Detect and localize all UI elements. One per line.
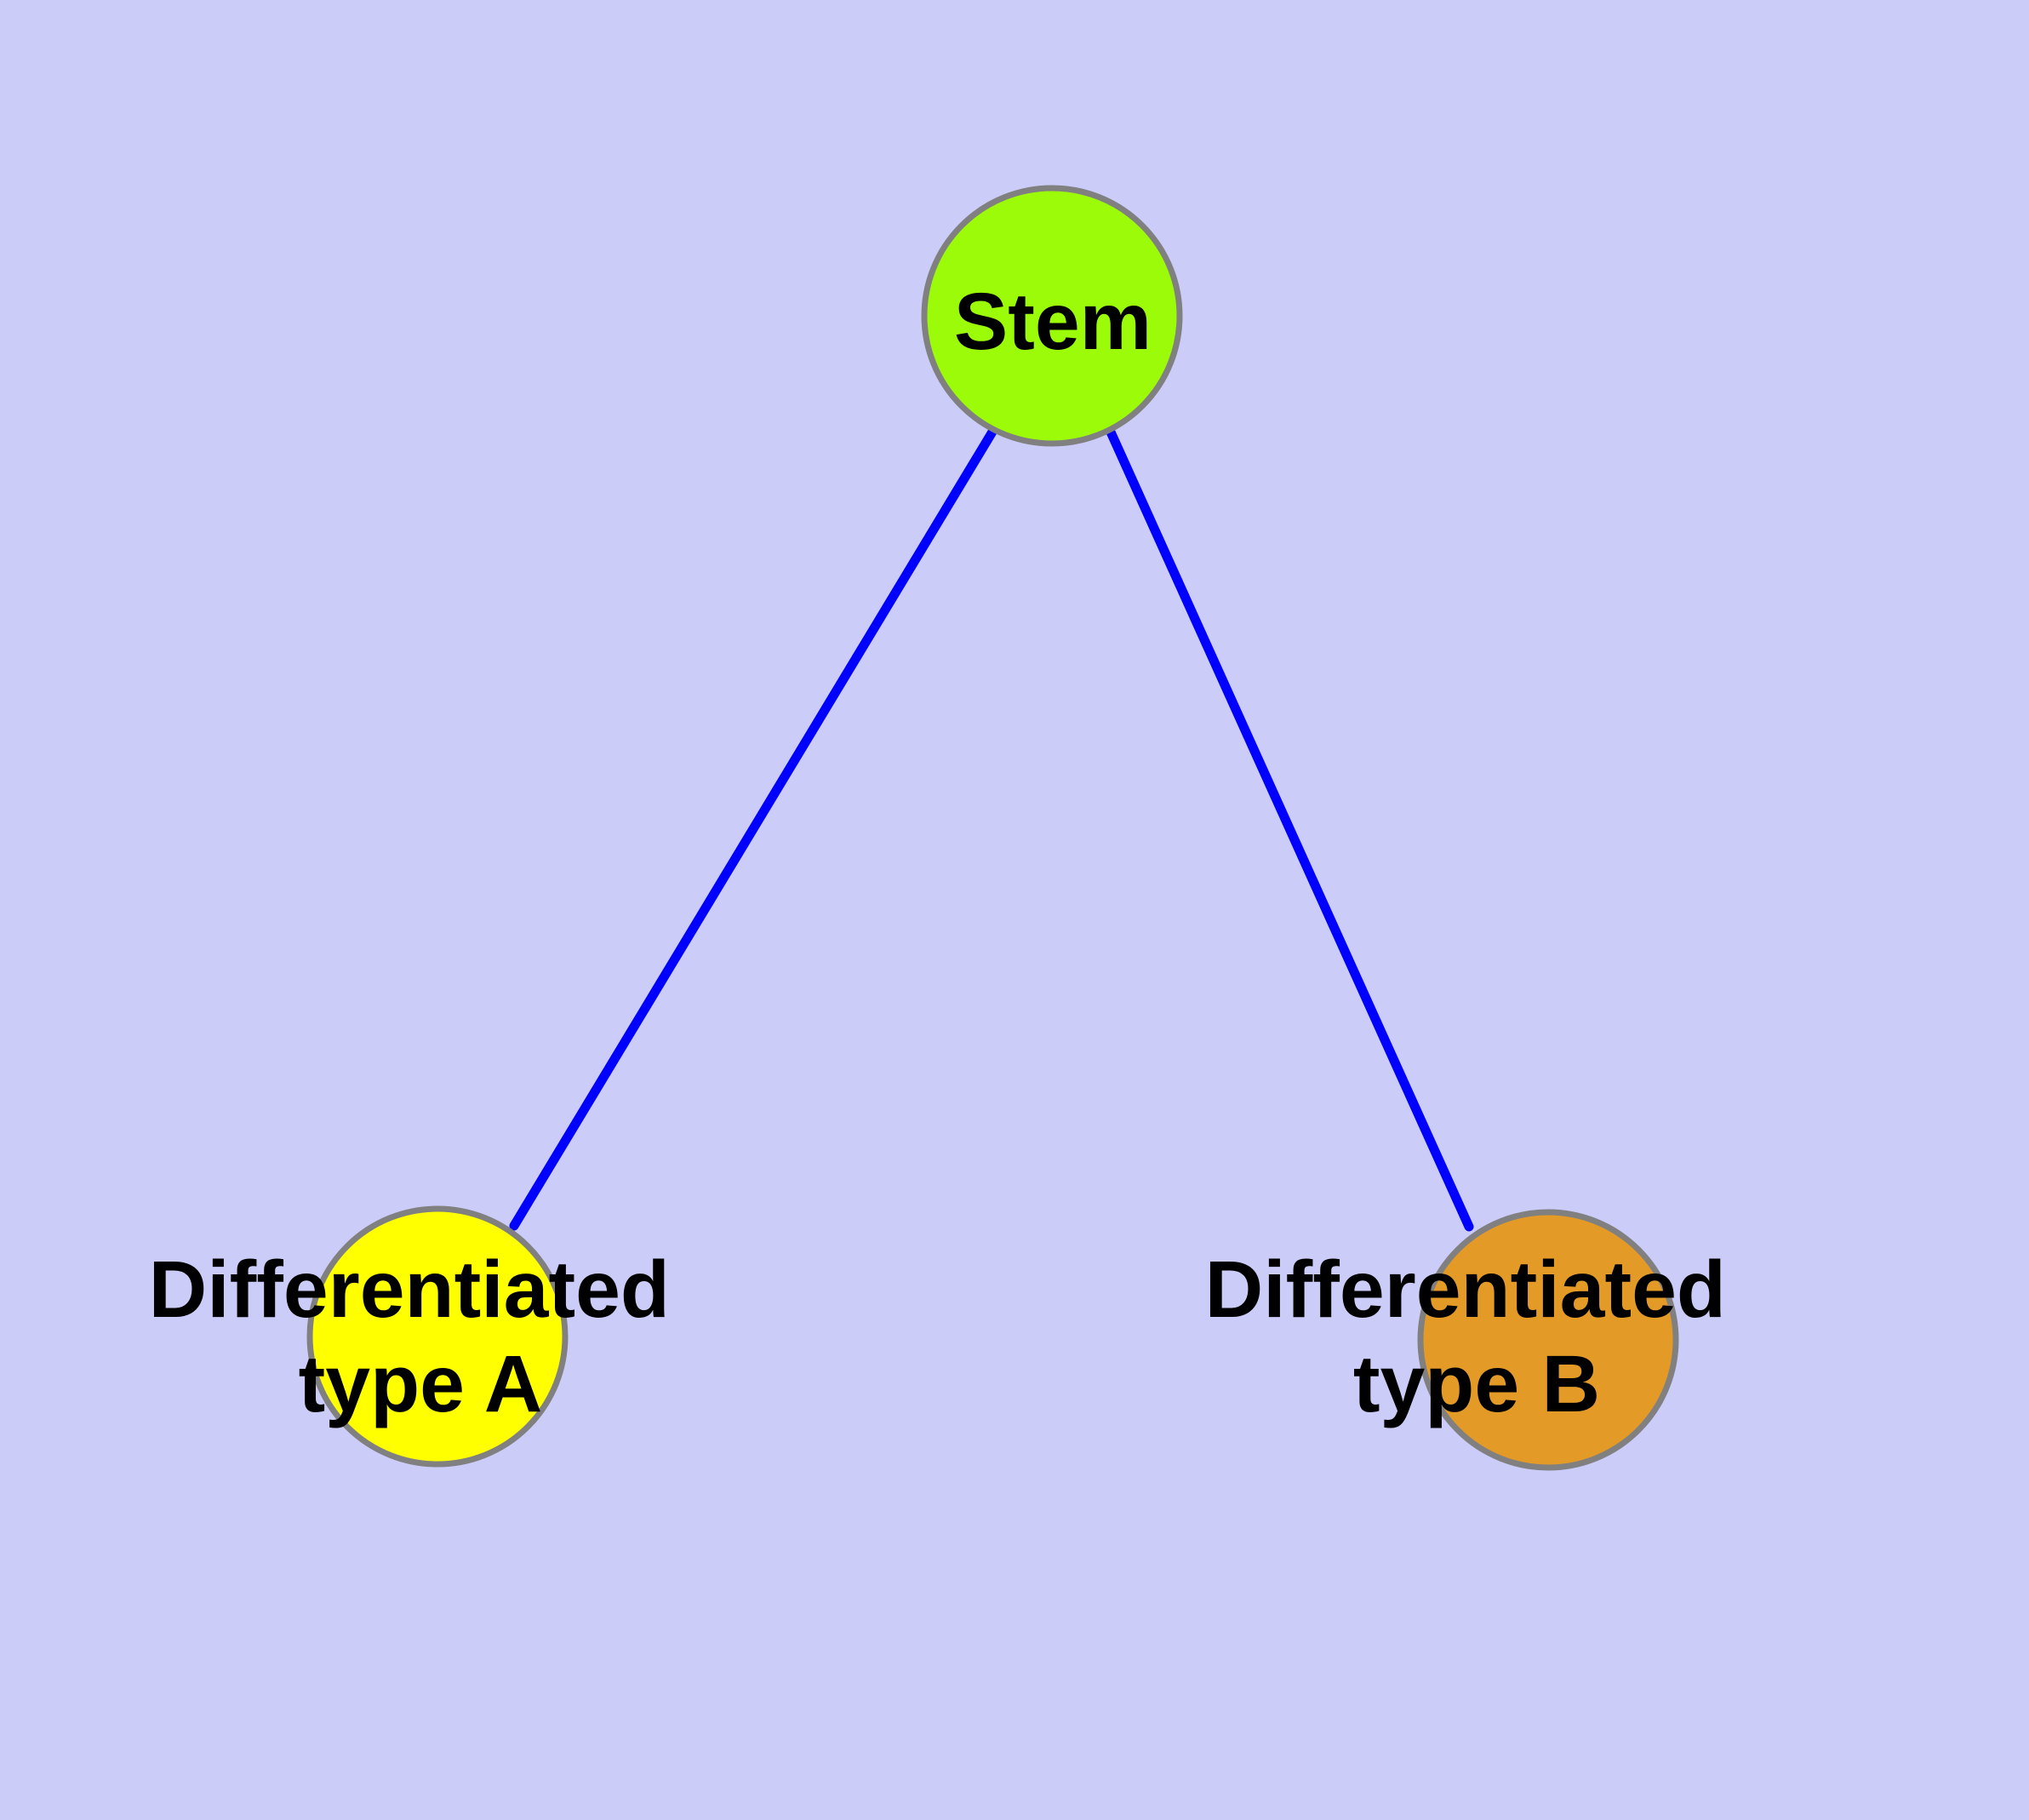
node-diff-type-b-circle[interactable] [1417,1209,1679,1471]
node-diff-type-a-label-line-2: type A [299,1339,543,1429]
node-diff-type-b-label: Differentiated type B [1205,1245,1749,1429]
edge-stem-to-type-a[interactable] [509,424,999,1231]
node-stem-circle[interactable] [921,185,1183,447]
edge-layer [509,423,1474,1232]
node-stem-label: Stem [954,277,1152,367]
node-diff-type-a-label-line-1: Differentiated [149,1245,670,1335]
node-stem-label-line-1: Stem [954,277,1152,367]
edge-stem-to-type-b[interactable] [1104,423,1474,1232]
node-diff-type-a-label: Differentiated type A [149,1245,693,1429]
node-diff-type-a-circle[interactable] [306,1205,569,1468]
label-layer: Stem Differentiated type A Differentiate… [149,277,1749,1429]
node-layer [306,185,1679,1471]
node-diff-type-b-label-line-2: type B [1353,1339,1600,1429]
node-diff-type-b-label-line-1: Differentiated [1205,1245,1726,1335]
